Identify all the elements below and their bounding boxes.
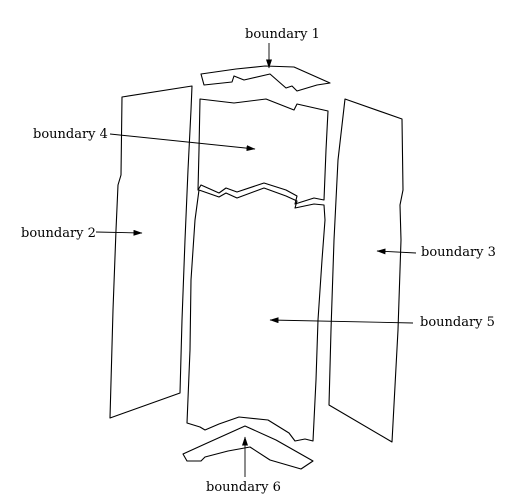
arrow-boundary-4 xyxy=(109,133,256,152)
boundary-1-shape xyxy=(200,65,331,92)
boundary-3-shape xyxy=(328,98,404,443)
label-boundary-1: boundary 1 xyxy=(245,27,320,42)
arrow-boundary-5 xyxy=(269,317,414,324)
label-boundary-2: boundary 2 xyxy=(21,226,96,241)
label-boundary-6: boundary 6 xyxy=(206,480,281,495)
label-boundary-3: boundary 3 xyxy=(421,245,496,260)
arrow-boundary-2 xyxy=(95,229,143,236)
boundary-6-shape xyxy=(182,425,314,470)
arrow-boundary-3 xyxy=(376,248,417,255)
boundary-2-shape xyxy=(109,85,193,419)
boundary-5-shape xyxy=(186,187,326,442)
label-boundary-5: boundary 5 xyxy=(420,315,495,330)
label-boundary-4: boundary 4 xyxy=(33,127,108,142)
